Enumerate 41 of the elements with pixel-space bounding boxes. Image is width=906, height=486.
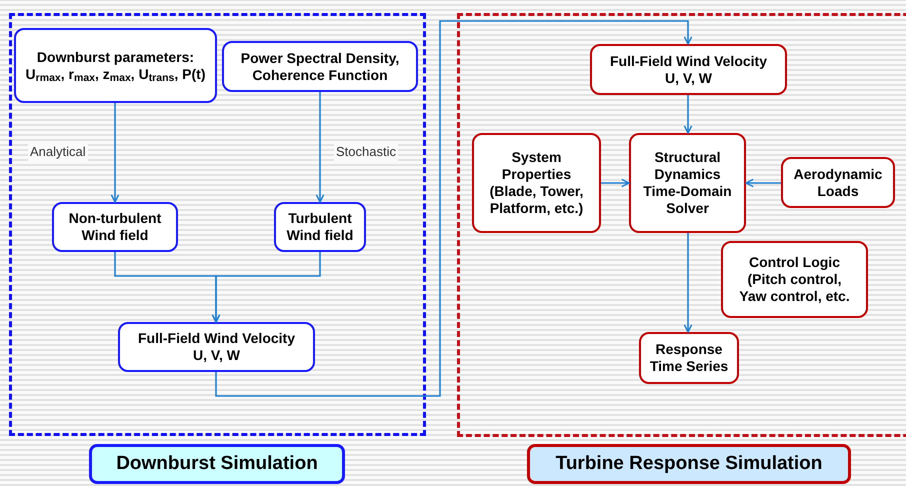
node-text: Aerodynamic Loads [792,166,884,200]
process-box [222,41,418,92]
node-text: U$_{rmax}$, r$_{max}$, z$_{max}$, U$_{trans}$, P(t) [26,66,206,82]
node-text: Response Time Series [648,341,730,375]
arrow [684,95,692,134]
arrow [215,20,692,397]
arrow [684,233,692,333]
arrow [110,103,120,203]
arrow [601,178,630,188]
process-box [472,133,601,233]
node-text: Downburst parameters: [36,48,194,66]
node-text: Downburst Simulation [116,452,318,476]
process-box [52,202,178,252]
node-text: Non-turbulent Wind field [68,210,162,244]
dashed-group-frame [457,13,906,437]
process-box [274,202,366,252]
process-box [639,332,739,384]
process-box [629,133,746,233]
node-text: Full-Field Wind Velocity [138,330,295,347]
node-text: Power Spectral Density, Coherence Function [240,50,400,84]
edge-label: Analytical [28,142,88,162]
arrow [212,252,321,323]
node-text: Turbulent Wind field [286,210,354,244]
title-box [527,444,851,484]
node-text: U, V, W [193,347,240,364]
node-text: Full-Field Wind Velocity [610,52,767,70]
node-text: Structural Dynamics Time-Domain Solver [642,149,733,217]
process-box [721,241,868,318]
process-box [590,44,787,95]
process-box [118,322,315,372]
dashed-group-frame [9,13,426,436]
process-box [781,157,895,208]
arrow [316,92,324,203]
title-box [89,444,345,484]
node-text: System Properties (Blade, Tower, Platform, etc.) [488,149,584,217]
node-text: U, V, W [665,70,712,86]
node-text: Control Logic (Pitch control, Yaw control, etc. [738,254,851,305]
process-box [14,28,217,103]
edge-label: Stochastic [334,142,398,162]
node-text: Turbine Response Simulation [556,452,822,476]
arrow [745,178,781,188]
